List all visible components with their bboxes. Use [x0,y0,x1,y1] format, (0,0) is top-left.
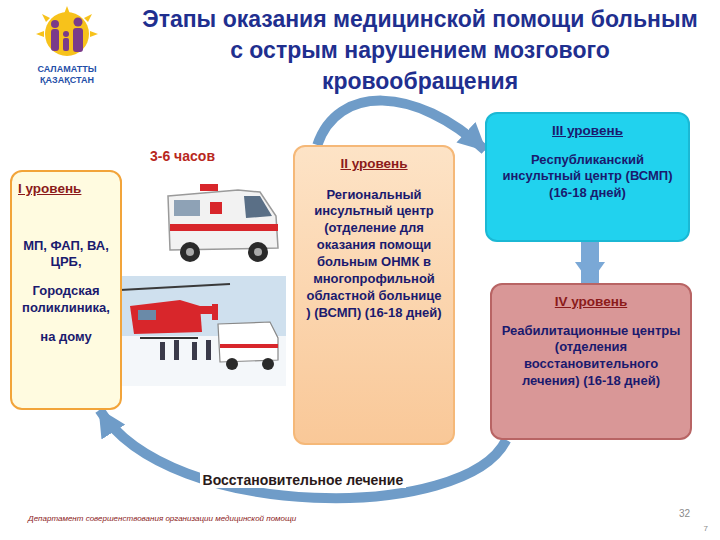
slide-number: 32 [660,508,690,519]
ambulance-picture [160,176,286,268]
logo-emblem [22,4,112,64]
level-box: III уровеньРеспубликанский инсультный це… [485,112,690,242]
time-note: 3-6 часов [150,148,250,164]
level-box: IV уровеньРеабилитационные центры (отдел… [490,283,692,440]
level-description: на дому [18,329,114,346]
level-heading: III уровень [495,122,680,140]
level-heading: I уровень [18,180,114,198]
flow-arrow [317,101,485,150]
level-box: I уровеньМП, ФАП, ВА, ЦРБ, Городская поли… [10,170,122,410]
level-description: Региональный инсультный центр (отделение… [303,187,445,322]
edge-label: Восстановительное лечение [200,472,407,488]
level-description: Республиканский инсультный центр (ВСМП) … [495,152,680,203]
flow-arrow [581,242,599,283]
footer-note: Департамент совершенствования организаци… [28,514,448,523]
level-description: Городская поликлиника, [18,283,114,317]
page-number: 7 [688,524,708,533]
level-box: II уровеньРегиональный инсультный центр … [293,145,455,445]
logo-text: ҚАЗАҚСТАН [14,75,120,85]
logo-text: САЛАМАТТЫ [14,64,120,74]
level-description: МП, ФАП, ВА, ЦРБ, [18,238,114,272]
level-heading: II уровень [303,155,445,173]
level-heading: IV уровень [500,293,682,311]
slide-title: Этапы оказания медицинской помощи больны… [140,4,700,97]
helicopter-picture [120,276,286,386]
level-description: Реабилитационные центры (отделения восст… [500,323,682,391]
